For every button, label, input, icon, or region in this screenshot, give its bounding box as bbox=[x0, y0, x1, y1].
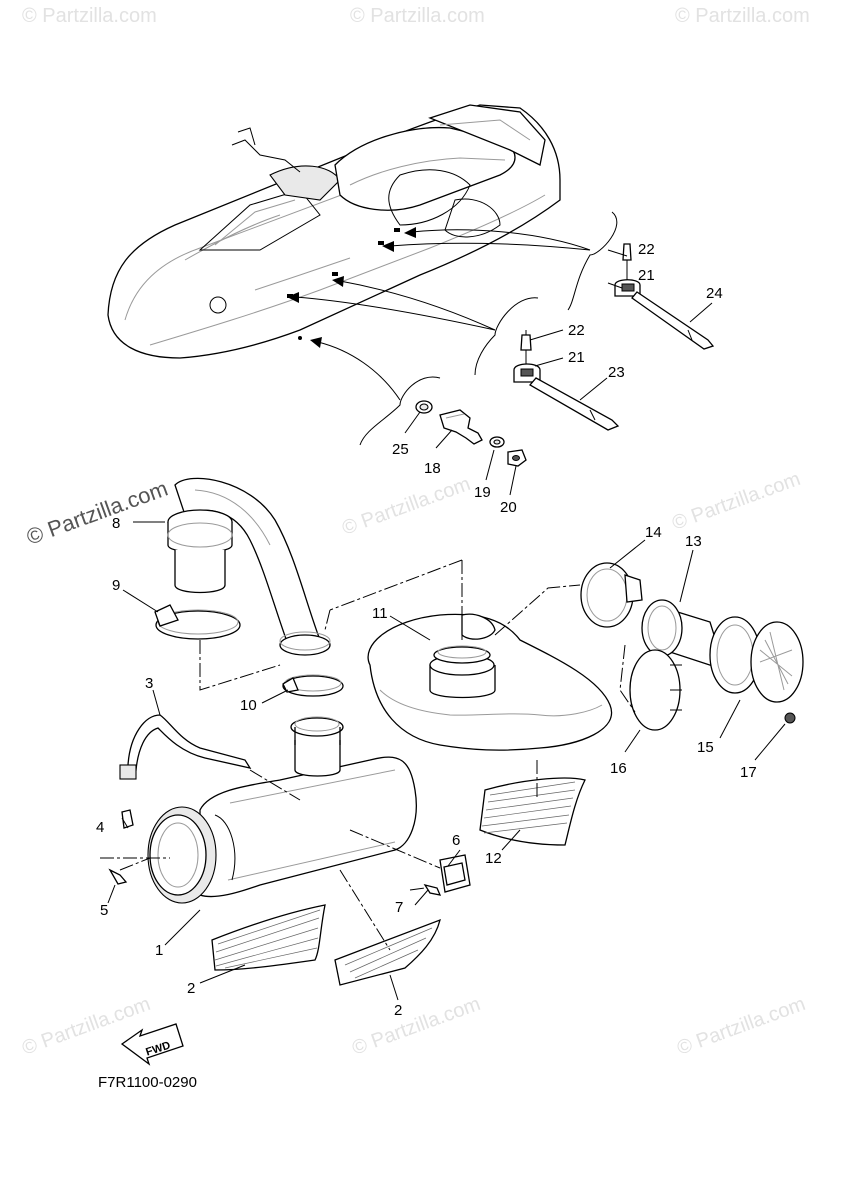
callout-5: 5 bbox=[100, 902, 108, 919]
callout-14: 14 bbox=[645, 524, 662, 541]
callout-3: 3 bbox=[145, 675, 153, 692]
intake-duct-assembly bbox=[167, 477, 331, 656]
callout-2a: 2 bbox=[187, 980, 195, 997]
brackets-and-rivets bbox=[108, 809, 471, 896]
callout-18: 18 bbox=[424, 460, 441, 477]
retaining-strap bbox=[119, 714, 252, 780]
callout-7: 7 bbox=[395, 899, 403, 916]
callout-25: 25 bbox=[392, 441, 409, 458]
callout-16: 16 bbox=[610, 760, 627, 777]
callout-12: 12 bbox=[485, 850, 502, 867]
watermark: © Partzilla.com bbox=[350, 5, 485, 27]
watermark: © Partzilla.com bbox=[674, 993, 808, 1060]
watermark: © Partzilla.com bbox=[339, 473, 473, 540]
callout-8: 8 bbox=[112, 515, 120, 532]
watermark: © Partzilla.com bbox=[669, 468, 803, 535]
callout-labels: 22 21 24 22 21 23 25 18 19 20 8 9 3 10 1… bbox=[96, 241, 757, 1019]
callout-21b: 21 bbox=[568, 349, 585, 366]
small-hardware-group bbox=[415, 243, 715, 467]
callout-20: 20 bbox=[500, 499, 517, 516]
callout-24: 24 bbox=[706, 285, 723, 302]
callout-15: 15 bbox=[697, 739, 714, 756]
callout-23: 23 bbox=[608, 364, 625, 381]
callout-6: 6 bbox=[452, 832, 460, 849]
callout-17: 17 bbox=[740, 764, 757, 781]
rubber-pads bbox=[211, 777, 586, 986]
callout-22b: 22 bbox=[568, 322, 585, 339]
callout-19: 19 bbox=[474, 484, 491, 501]
intake-filter-assembly bbox=[580, 562, 804, 731]
forward-direction-indicator: FWD bbox=[120, 1023, 184, 1066]
alignment-lines bbox=[100, 559, 636, 951]
resonator-chamber bbox=[147, 716, 417, 904]
leader-lines bbox=[107, 249, 786, 1001]
air-box bbox=[367, 613, 613, 751]
watermark: © Partzilla.com bbox=[22, 5, 157, 27]
callout-1: 1 bbox=[155, 942, 163, 959]
callout-9: 9 bbox=[112, 577, 120, 594]
callout-10: 10 bbox=[240, 697, 257, 714]
watermark: © Partzilla.com bbox=[675, 5, 810, 27]
watercraft-hull-illustration bbox=[107, 104, 561, 359]
callout-21a: 21 bbox=[638, 267, 655, 284]
callout-11: 11 bbox=[372, 605, 388, 622]
hull-pointer-arrows bbox=[287, 211, 618, 446]
watermark: © Partzilla.com bbox=[349, 993, 483, 1060]
hose-clamps bbox=[154, 604, 344, 697]
watermark-main: © Partzilla.com bbox=[23, 476, 171, 550]
diagram-code: F7R1100-0290 bbox=[98, 1074, 197, 1091]
callout-2b: 2 bbox=[394, 1002, 402, 1019]
callout-4: 4 bbox=[96, 819, 104, 836]
callout-13: 13 bbox=[685, 533, 702, 550]
callout-22a: 22 bbox=[638, 241, 655, 258]
